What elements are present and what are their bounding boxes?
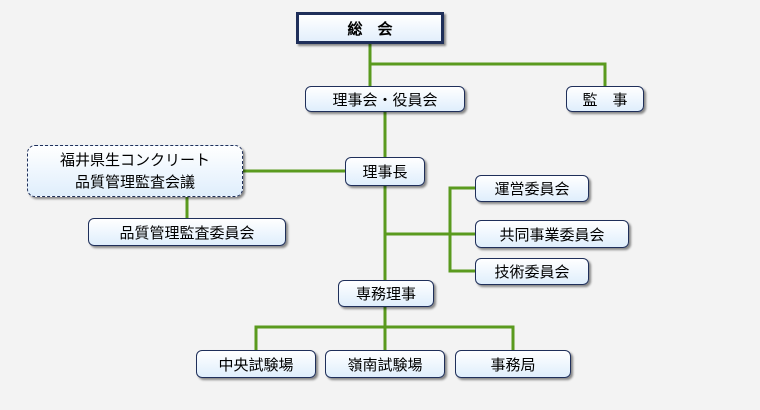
chairman-label: 理事長 — [362, 163, 408, 181]
reinan-lab-box: 嶺南試験場 — [325, 350, 445, 378]
general-meeting-box: 総 会 — [296, 12, 444, 44]
quality-audit-council-box: 福井県生コンクリート 品質管理監査会議 — [27, 145, 243, 197]
central-lab-box: 中央試験場 — [196, 350, 316, 378]
technical-committee-label: 技術委員会 — [494, 263, 570, 281]
council-label-line2: 品質管理監査会議 — [74, 173, 195, 191]
managing-director-box: 専務理事 — [338, 280, 434, 307]
auditor-box: 監 事 — [566, 86, 644, 112]
general-meeting-label: 総 会 — [347, 19, 393, 38]
operations-committee-label: 運営委員会 — [494, 180, 570, 198]
chairman-box: 理事長 — [345, 157, 425, 186]
central-lab-label: 中央試験場 — [218, 355, 294, 374]
auditor-label: 監 事 — [582, 90, 628, 109]
board-box: 理事会・役員会 — [305, 86, 465, 112]
reinan-lab-label: 嶺南試験場 — [347, 355, 423, 374]
technical-committee-box: 技術委員会 — [475, 258, 589, 285]
secretariat-label: 事務局 — [490, 355, 536, 374]
quality-audit-committee-box: 品質管理監査委員会 — [88, 218, 286, 246]
joint-business-committee-label: 共同事業委員会 — [499, 225, 605, 244]
quality-audit-committee-label: 品質管理監査委員会 — [119, 223, 255, 242]
managing-director-label: 専務理事 — [355, 285, 416, 303]
secretariat-box: 事務局 — [455, 350, 571, 378]
joint-business-committee-box: 共同事業委員会 — [475, 220, 629, 248]
operations-committee-box: 運営委員会 — [475, 175, 589, 202]
board-label: 理事会・役員会 — [332, 90, 438, 109]
council-label-line1: 福井県生コンクリート — [59, 151, 210, 169]
